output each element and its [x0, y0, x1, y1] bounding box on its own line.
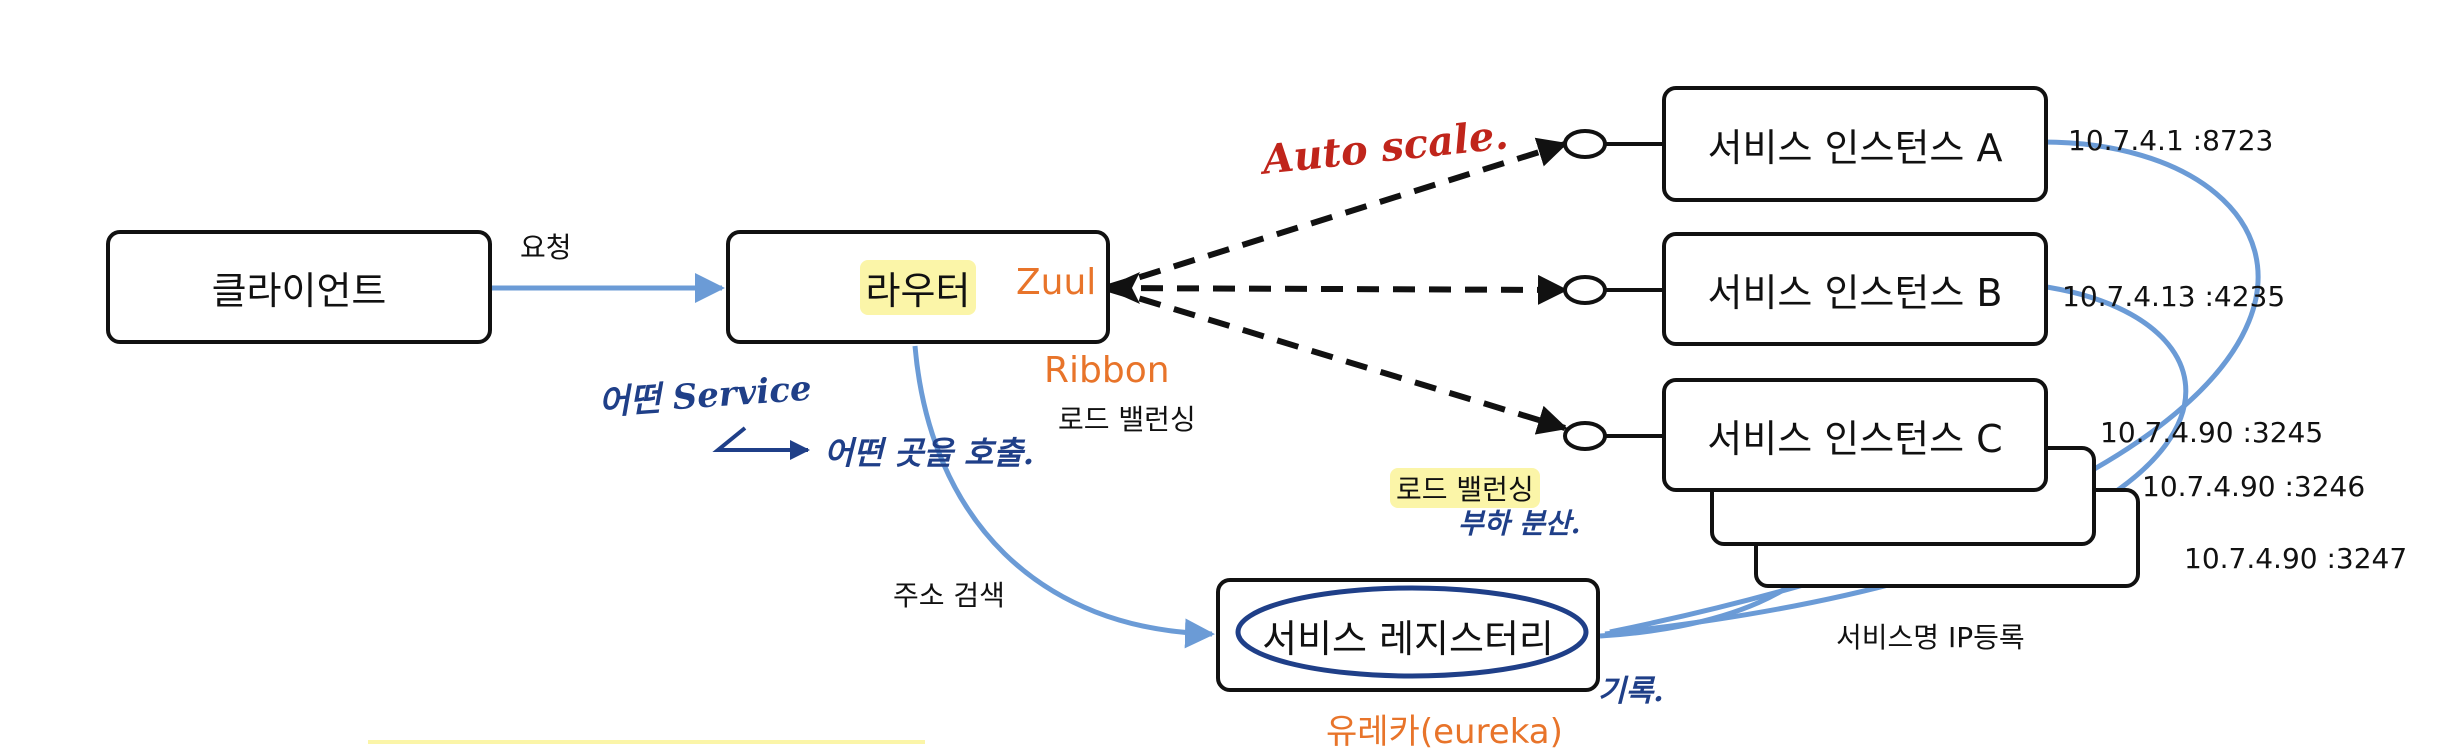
which-call-annotation: 어떤 곳을 호출.	[824, 434, 1035, 472]
instance-c-box: 서비스 인스턴스 C	[1662, 378, 2048, 492]
instance-b-label: 서비스 인스턴스 B	[1707, 270, 2003, 315]
ip-c1-label: 10.7.4.90 :3245	[2100, 416, 2324, 449]
lb-arrow-c	[1104, 285, 1568, 435]
load-distribution-annotation: 부하 분산.	[1458, 507, 1581, 540]
registry-box: 서비스 레지스터리	[1216, 578, 1600, 692]
address-lookup-arrow	[912, 345, 1215, 649]
ip-b-label: 10.7.4.13 :4235	[2062, 280, 2286, 313]
registry-circle	[1235, 585, 1589, 679]
ip-c2-label: 10.7.4.90 :3246	[2142, 470, 2366, 503]
lb-arrow-a	[1104, 137, 1568, 291]
lb-arrow-b	[1104, 274, 1568, 305]
client-box: 클라이언트	[106, 230, 492, 344]
instance-a-box: 서비스 인스턴스 A	[1662, 86, 2048, 202]
router-box: 라우터	[726, 230, 1110, 344]
ip-c3-label: 10.7.4.90 :3247	[2184, 542, 2408, 575]
request-label: 요청	[520, 231, 572, 264]
register-curve-b	[1604, 283, 2189, 637]
eureka-label: 유레카(eureka)	[1326, 712, 1563, 752]
client-label: 클라이언트	[211, 268, 387, 313]
registry-label: 서비스 레지스터리	[1262, 616, 1554, 661]
zuul-label: Zuul	[1016, 262, 1097, 303]
record-annotation: 기록.	[1598, 674, 1664, 709]
address-lookup-label: 주소 검색	[893, 579, 1005, 612]
ip-a-label: 10.7.4.1 :8723	[2068, 124, 2274, 157]
load-balancing-label-2: 로드 밸런싱	[1390, 468, 1540, 508]
router-inbound-arrowhead	[1104, 272, 1140, 304]
register-label: 서비스명 IP등록	[1836, 621, 2025, 654]
instance-b-box: 서비스 인스턴스 B	[1662, 232, 2048, 346]
hand-arrow	[712, 426, 810, 460]
instance-a-label: 서비스 인스턴스 A	[1707, 125, 2003, 170]
ribbon-label: Ribbon	[1044, 350, 1170, 391]
router-label: 라우터	[859, 259, 977, 315]
load-balancing-label: 로드 밸런싱	[1058, 403, 1196, 436]
instance-c-label: 서비스 인스턴스 C	[1707, 416, 2003, 461]
